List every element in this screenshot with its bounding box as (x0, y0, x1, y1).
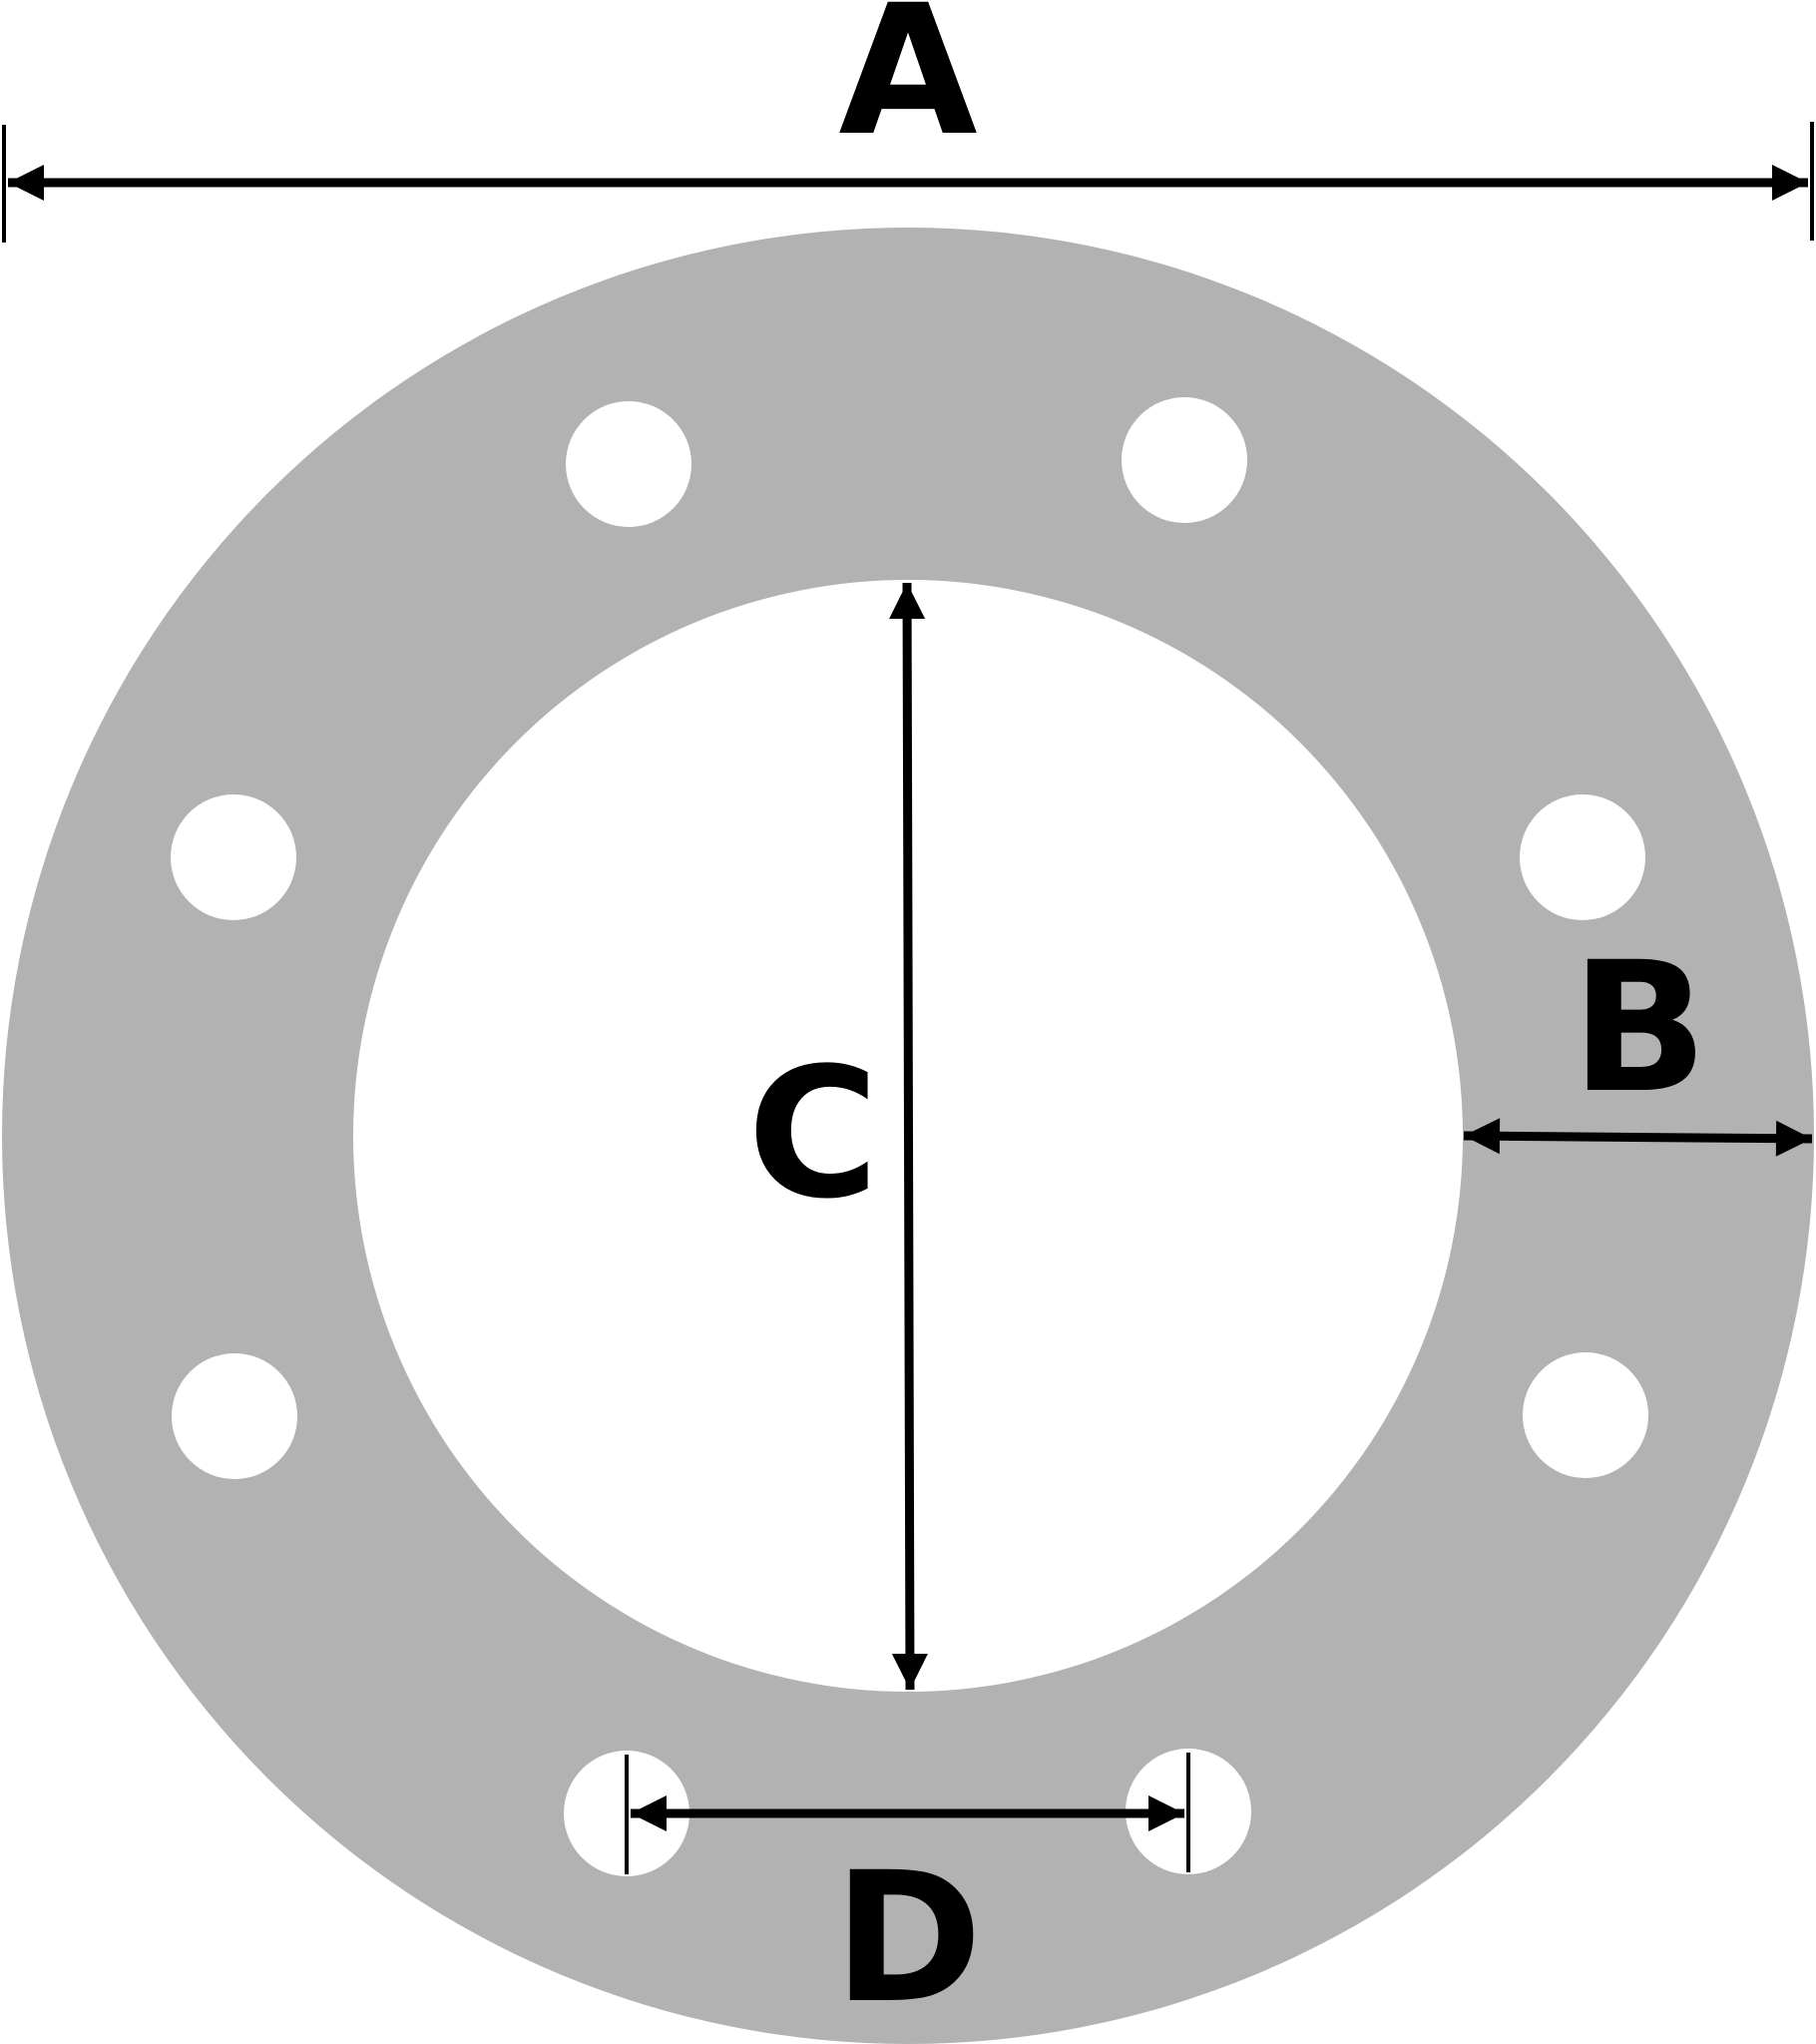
dimension-b: B (1463, 924, 1813, 1157)
dimension-d: D (625, 1753, 1190, 2043)
bolt-hole (566, 401, 691, 527)
dimension-b-arrow (1463, 1118, 1813, 1157)
dimension-c-arrow (889, 582, 928, 1691)
bolt-hole (1520, 794, 1645, 920)
dimension-a-label: A (838, 0, 977, 176)
dimension-a: A (2, 0, 1814, 243)
dimension-b-label: B (1571, 924, 1707, 1133)
bolt-hole (1523, 1352, 1648, 1478)
bolt-hole (1122, 397, 1247, 523)
dimension-c: C (747, 582, 928, 1691)
bolt-hole (171, 794, 296, 920)
bolt-hole (172, 1353, 297, 1479)
dimension-c-label: C (747, 1030, 879, 1239)
dimension-d-label: D (833, 1834, 982, 2043)
